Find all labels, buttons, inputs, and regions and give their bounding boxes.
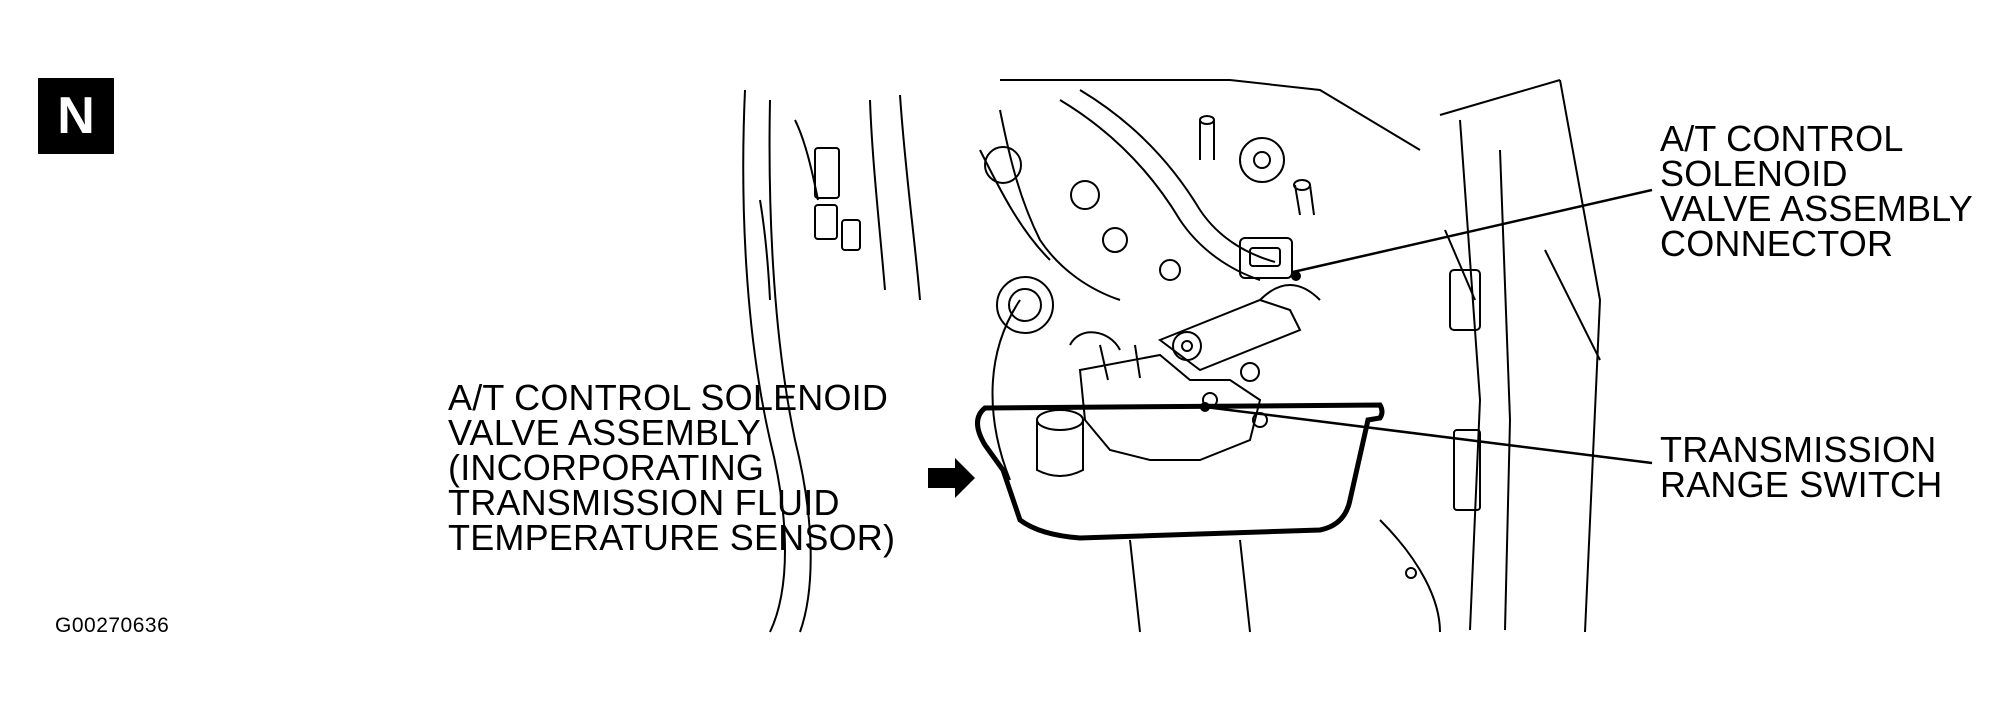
callout-line: SOLENOID bbox=[1660, 153, 1848, 194]
oil-pan-outline bbox=[975, 402, 1385, 541]
solenoid-valve-body bbox=[1069, 331, 1262, 461]
leader-line-connector bbox=[1292, 188, 1653, 274]
fluid-temp-sensor-plug bbox=[1036, 409, 1084, 477]
view-badge: N bbox=[38, 78, 114, 154]
callout-line: TEMPERATURE SENSOR) bbox=[448, 517, 896, 558]
callout-line: VALVE ASSEMBLY bbox=[448, 412, 761, 453]
figure-id: G00270636 bbox=[55, 614, 170, 637]
leader-line-range-switch bbox=[1204, 405, 1653, 465]
range-switch-lever bbox=[1157, 284, 1321, 428]
callout-line: RANGE SWITCH bbox=[1660, 464, 1943, 505]
lower-frame-lines bbox=[1129, 519, 1441, 633]
wiring-clips bbox=[759, 119, 861, 301]
callout-line: CONNECTOR bbox=[1660, 223, 1894, 264]
view-badge-letter: N bbox=[57, 87, 95, 145]
callout-line: A/T CONTROL SOLENOID bbox=[448, 377, 889, 418]
frame-lines bbox=[1000, 79, 1602, 633]
callout-line: (INCORPORATING bbox=[448, 447, 765, 488]
callout-solenoid-connector: A/T CONTROL SOLENOID VALVE ASSEMBLY CONN… bbox=[1660, 118, 1973, 264]
callout-transmission-range-switch: TRANSMISSION RANGE SWITCH bbox=[1660, 429, 1943, 505]
mounting-studs bbox=[1199, 115, 1315, 216]
radiator-hose bbox=[742, 89, 921, 633]
callout-line: TRANSMISSION bbox=[1660, 429, 1937, 470]
hose-fitting bbox=[991, 276, 1054, 481]
leader-dot-range-switch bbox=[1200, 402, 1210, 412]
callout-line: A/T CONTROL bbox=[1660, 118, 1904, 159]
solenoid-connector bbox=[1239, 237, 1301, 281]
callout-line: TRANSMISSION FLUID bbox=[448, 482, 840, 523]
wiring-harness bbox=[979, 89, 1276, 301]
callout-arrow bbox=[928, 458, 975, 498]
callout-solenoid-valve-assembly: A/T CONTROL SOLENOID VALVE ASSEMBLY (INC… bbox=[448, 377, 896, 558]
callout-line: VALVE ASSEMBLY bbox=[1660, 188, 1973, 229]
